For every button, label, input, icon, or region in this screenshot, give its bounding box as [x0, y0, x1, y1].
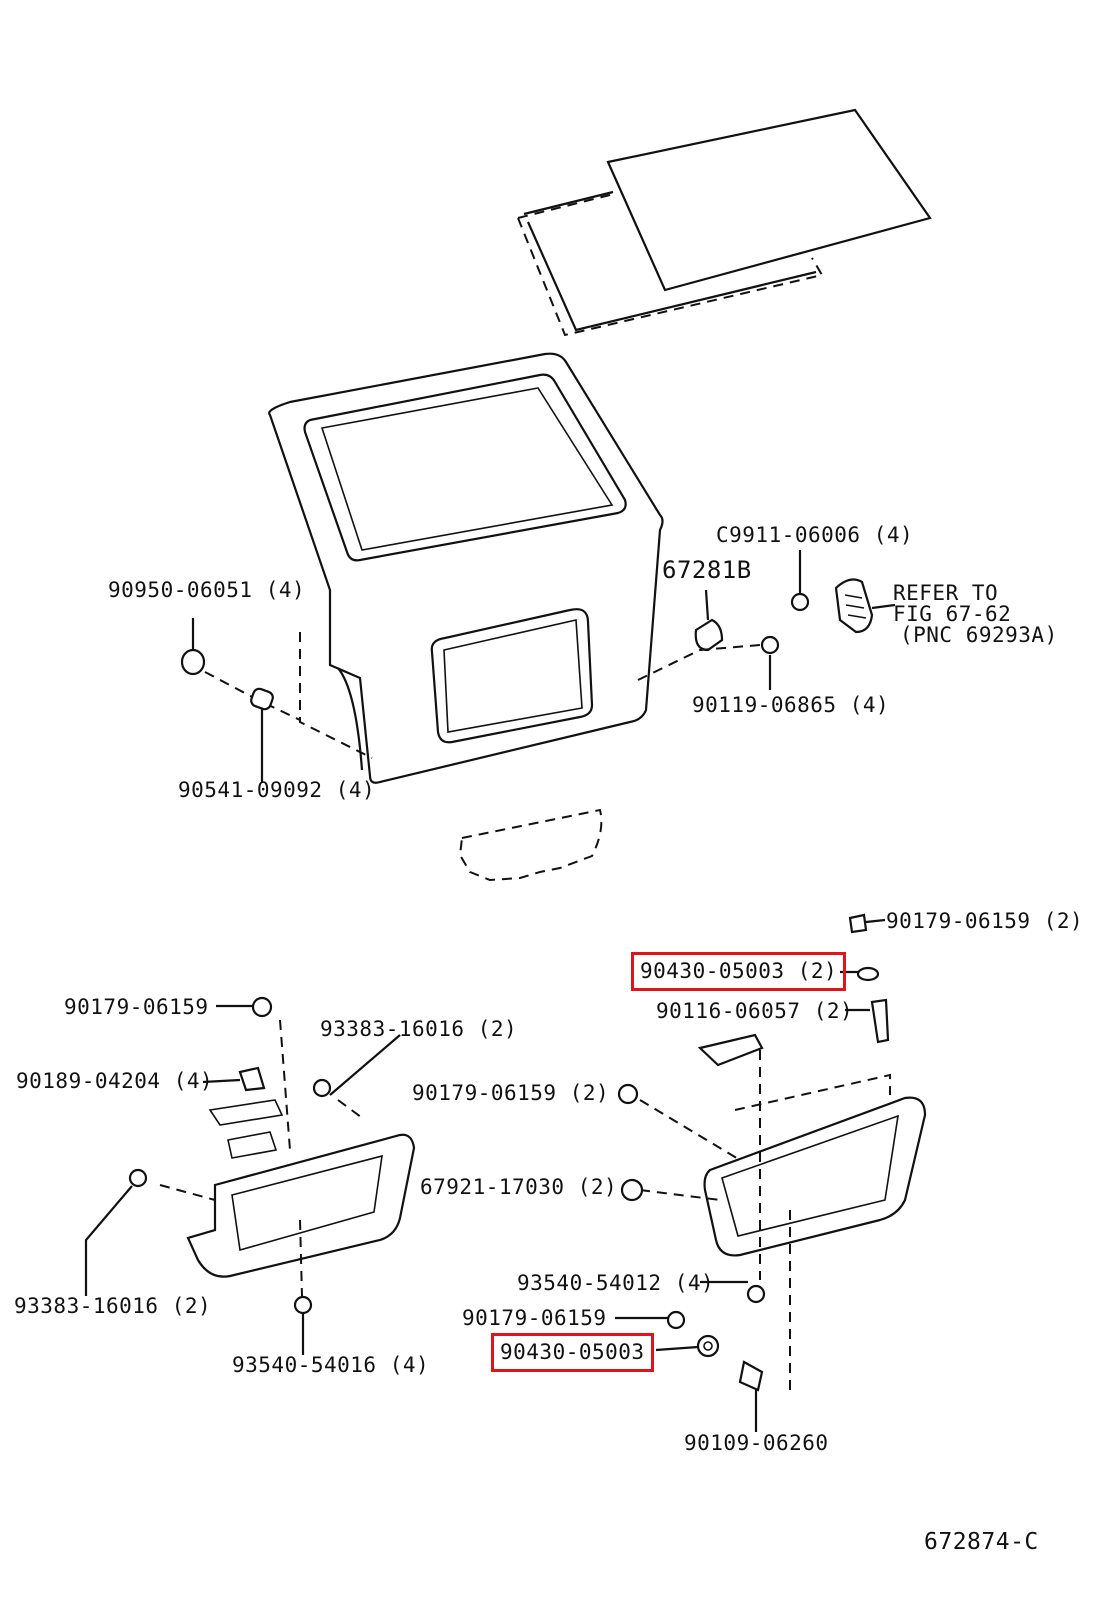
- license-garnish-right: [703, 1096, 927, 1257]
- label-90179-06159-bottom: 90179-06159: [462, 1306, 607, 1330]
- door-stopper-cushion: [250, 687, 274, 711]
- license-garnish-left: [186, 1133, 416, 1278]
- label-93540-54016: 93540-54016 (4): [232, 1353, 430, 1377]
- screw-93383-top: [312, 1078, 332, 1098]
- bracket-90189: [238, 1066, 266, 1092]
- nut-90430-2: [856, 966, 880, 982]
- label-90541-09092: 90541-09092 (4): [178, 778, 376, 802]
- clip-90179-bottom: [666, 1310, 686, 1330]
- label-refer-to-2: FIG 67-62: [893, 602, 1012, 626]
- bolt-90109: [738, 1360, 764, 1392]
- label-90430-05003-2-highlighted: 90430-05003 (2): [630, 952, 847, 991]
- label-90119-06865: 90119-06865 (4): [692, 693, 890, 717]
- glass-weatherstrip: [517, 194, 824, 337]
- label-90430-05003-highlighted: 90430-05003: [491, 1333, 654, 1372]
- label-c9911-06006: C9911-06006 (4): [716, 523, 914, 547]
- figure-code: 672874-C: [924, 1529, 1039, 1555]
- nut-90430: [696, 1334, 720, 1358]
- clip-67921: [620, 1178, 644, 1202]
- label-67281b: 67281B: [662, 556, 752, 584]
- label-90109-06260: 90109-06260: [684, 1431, 829, 1455]
- door-license-opening: [430, 608, 594, 744]
- label-90189-04204: 90189-04204 (4): [16, 1069, 214, 1093]
- bolt-90119: [760, 635, 780, 655]
- stud-90116: [870, 998, 890, 1044]
- screw-93383-bottom: [128, 1168, 148, 1188]
- label-67921-17030: 67921-17030 (2): [420, 1175, 618, 1199]
- back-door-panel: [268, 352, 664, 784]
- clip-90179-left: [251, 996, 273, 1018]
- label-90116-06057: 90116-06057 (2): [656, 999, 854, 1023]
- label-93383-16016-bottom: 93383-16016 (2): [14, 1294, 212, 1318]
- hole-plug: [180, 648, 206, 676]
- latch-assembly: [697, 1033, 764, 1067]
- door-inner-trim: [458, 808, 603, 882]
- door-window-opening: [303, 373, 627, 562]
- label-90950-06051: 90950-06051 (4): [108, 578, 306, 602]
- label-refer-to-3: (PNC 69293A): [900, 623, 1058, 647]
- label-93383-16016-top: 93383-16016 (2): [320, 1017, 518, 1041]
- back-glass: [606, 108, 932, 292]
- screw-c9911: [790, 592, 810, 612]
- label-90179-06159-mid: 90179-06159 (2): [412, 1081, 610, 1105]
- clip-90179-mid: [617, 1083, 639, 1105]
- label-90179-06159-right-top: 90179-06159 (2): [886, 909, 1084, 933]
- label-90179-06159-left: 90179-06159: [64, 995, 209, 1019]
- hinge-plate: [694, 618, 724, 652]
- lock-bracket: [208, 1099, 284, 1159]
- screw-93540-54016: [293, 1295, 313, 1315]
- clip-90179-top: [848, 913, 868, 934]
- label-93540-54012: 93540-54012 (4): [517, 1271, 715, 1295]
- screw-93540-54012: [746, 1284, 766, 1304]
- label-refer-to-1: REFER TO: [893, 581, 999, 605]
